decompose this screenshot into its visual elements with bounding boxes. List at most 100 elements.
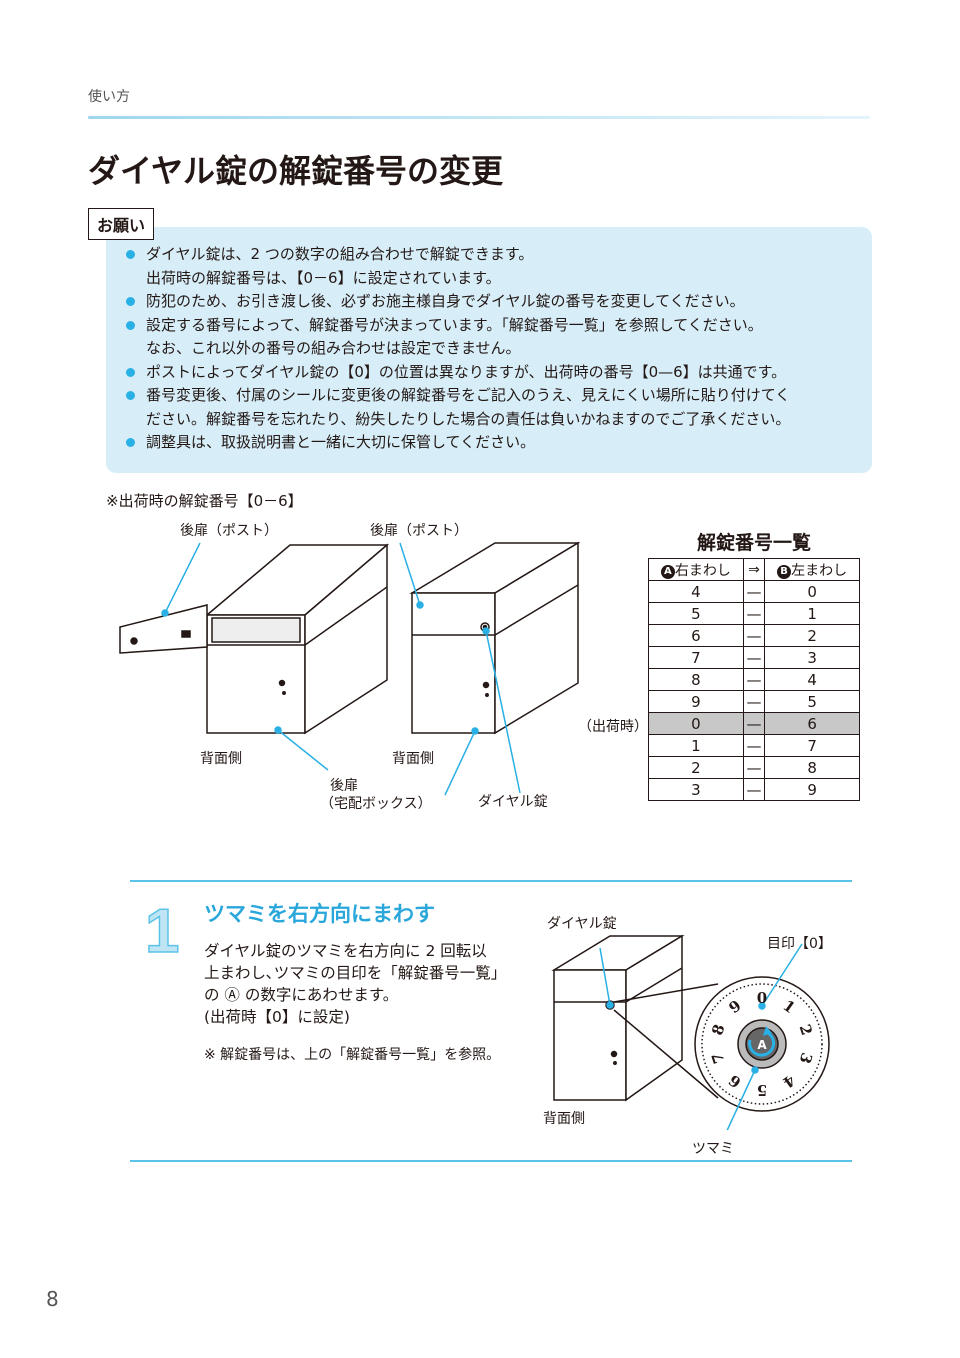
bullet-icon: [126, 438, 135, 447]
code-table-cell: —: [742, 734, 766, 757]
dial-digit: 0: [757, 989, 767, 1007]
bullet-icon: [126, 367, 135, 377]
notice-text: 番号変更後、付属のシールに変更後の解錠番号をご記入のうえ、見えにくい場所に貼り付…: [146, 386, 791, 404]
notice-item: ポストによってダイヤル錠の【0】の位置は異なりますが、出荷時の番号【0—6】は共…: [124, 361, 868, 385]
code-table-cell: —: [742, 756, 766, 779]
label-shipping: （出荷時）: [578, 719, 648, 735]
code-table-cell: —: [742, 646, 766, 669]
step-label-mark: 目印【0】: [767, 936, 832, 952]
bullet-icon: [126, 297, 135, 306]
notice-tag: お願い: [88, 208, 155, 240]
label-rear-door-box-sub: （宅配ボックス）: [320, 796, 432, 812]
code-table-cell: —: [742, 602, 766, 625]
code-table-row: 3—9: [648, 778, 860, 801]
figure-caption: ※出荷時の解錠番号【0－6】: [106, 492, 303, 510]
notice-item: 設定する番号によって、解錠番号が決まっています。「解錠番号一覧」を参照してくださ…: [124, 314, 868, 361]
code-table-cell: 0: [648, 712, 744, 735]
code-table-title: 解錠番号一覧: [696, 532, 811, 554]
header-left-turn-label: 左まわし: [791, 562, 848, 579]
bullet-icon: [126, 320, 135, 330]
section-label: 使い方: [88, 89, 130, 105]
step-body: ダイヤル錠のツマミを右方向に 2 回転以上まわし､ツマミの目印を「解錠番号一覧」…: [204, 940, 506, 1028]
notice-text: 設定する番号によって、解錠番号が決まっています。「解錠番号一覧」を参照してくださ…: [146, 315, 763, 334]
code-table-cell: 8: [764, 756, 860, 779]
code-table-cell: 4: [764, 668, 860, 691]
code-table-row: 9—5: [648, 690, 860, 713]
code-table-cell: —: [742, 624, 766, 647]
code-table-row: 7—3: [648, 646, 860, 669]
code-table-row: 8—4: [648, 668, 860, 691]
step-number: 1: [144, 896, 180, 967]
code-table-row: 6—2: [648, 624, 860, 647]
notice-text: ダイヤル錠は、2 つの数字の組み合わせで解錠できます。: [146, 245, 534, 263]
code-table-cell: 1: [648, 734, 744, 757]
label-back-side-left: 背面側: [200, 751, 242, 767]
code-table-cell: —: [742, 712, 766, 735]
code-table-row: 5—1: [648, 602, 860, 625]
b-badge: B: [777, 564, 792, 579]
step-body-line: ダイヤル錠のツマミを右方向に 2 回転以: [204, 942, 487, 960]
header-arrow: ⇒: [742, 558, 766, 581]
notice-text: 防犯のため、お引き渡し後、必ずお施主様自身でダイヤル錠の番号を変更してください。: [146, 292, 745, 310]
step-label-knob: ツマミ: [692, 1141, 734, 1157]
page-number: 8: [46, 1287, 59, 1311]
step-body-line: 上まわし､ツマミの目印を「解錠番号一覧」: [204, 964, 507, 982]
notice-item: 調整具は、取扱説明書と一緒に大切に保管してください。: [124, 431, 868, 455]
code-table-cell: 7: [648, 646, 744, 669]
label-rear-door-post-right: 後扉（ポスト）: [370, 523, 468, 539]
header-rule: [88, 116, 870, 119]
code-table-cell: —: [742, 778, 766, 801]
notice-text: なお、これ以外の番号の組み合わせは設定できません。: [146, 339, 521, 357]
header-right-turn-label: 右まわし: [674, 562, 731, 579]
code-table-cell: 2: [648, 756, 744, 779]
code-table-cell: 2: [764, 624, 860, 647]
code-table-row: 2—8: [648, 756, 860, 779]
code-table-cell: —: [742, 690, 766, 713]
dial-digit: 5: [757, 1081, 767, 1099]
code-table-row: 4—0: [648, 580, 860, 603]
code-table-cell: 3: [648, 778, 744, 801]
code-table-row: 1—7: [648, 734, 860, 757]
code-table-cell: 6: [764, 712, 860, 735]
page-title: ダイヤル錠の解錠番号の変更: [88, 152, 504, 190]
notice-list: ダイヤル錠は、2 つの数字の組み合わせで解錠できます。出荷時の解錠番号は、【0－…: [124, 243, 868, 455]
notice-text: 出荷時の解錠番号は、【0－6】に設定されています。: [146, 268, 501, 287]
code-table-cell: 1: [764, 602, 860, 625]
code-table-cell: 6: [648, 624, 744, 647]
step-top-rule: [130, 880, 852, 882]
code-table-row: 0—6: [648, 712, 860, 735]
code-table-cell: 5: [648, 602, 744, 625]
code-table-cell: 9: [648, 690, 744, 713]
a-badge: A: [660, 564, 675, 579]
label-back-side-right: 背面側: [392, 751, 434, 767]
step-body-line: の Ⓐ の数字にあわせます。: [204, 986, 399, 1004]
code-table-cell: 5: [764, 690, 860, 713]
mailbox-illustration: [119, 541, 580, 796]
label-rear-door-post-left: 後扉（ポスト）: [180, 523, 278, 539]
notice-text: ださい。解錠番号を忘れたり、紛失したりした場合の責任は負いかねますのでご了承くだ…: [146, 409, 791, 428]
step-label-dial-lock: ダイヤル錠: [547, 916, 617, 932]
notice-text: ポストによってダイヤル錠の【0】の位置は異なりますが、出荷時の番号【0—6】は共…: [146, 362, 787, 381]
code-table-cell: 7: [764, 734, 860, 757]
step-title: ツマミを右方向にまわす: [204, 902, 435, 926]
code-table-cell: —: [742, 668, 766, 691]
notice-item: 防犯のため、お引き渡し後、必ずお施主様自身でダイヤル錠の番号を変更してください。: [124, 290, 868, 314]
knob-badge: A: [757, 1038, 767, 1052]
notice-item: 番号変更後、付属のシールに変更後の解錠番号をご記入のうえ、見えにくい場所に貼り付…: [124, 384, 868, 431]
step-label-back-side: 背面側: [543, 1111, 585, 1127]
bullet-icon: [126, 391, 135, 400]
bullet-icon: [126, 250, 135, 259]
code-table-cell: 8: [648, 668, 744, 691]
notice-item: ダイヤル錠は、2 つの数字の組み合わせで解錠できます。出荷時の解錠番号は、【0－…: [124, 243, 868, 290]
code-table-cell: 0: [764, 580, 860, 603]
code-table-cell: 4: [648, 580, 744, 603]
notice-box: [106, 227, 872, 473]
code-table-cell: —: [742, 580, 766, 603]
code-table-cell: 3: [764, 646, 860, 669]
step-note: ※ 解錠番号は、上の「解錠番号一覧」を参照。: [204, 1047, 501, 1063]
